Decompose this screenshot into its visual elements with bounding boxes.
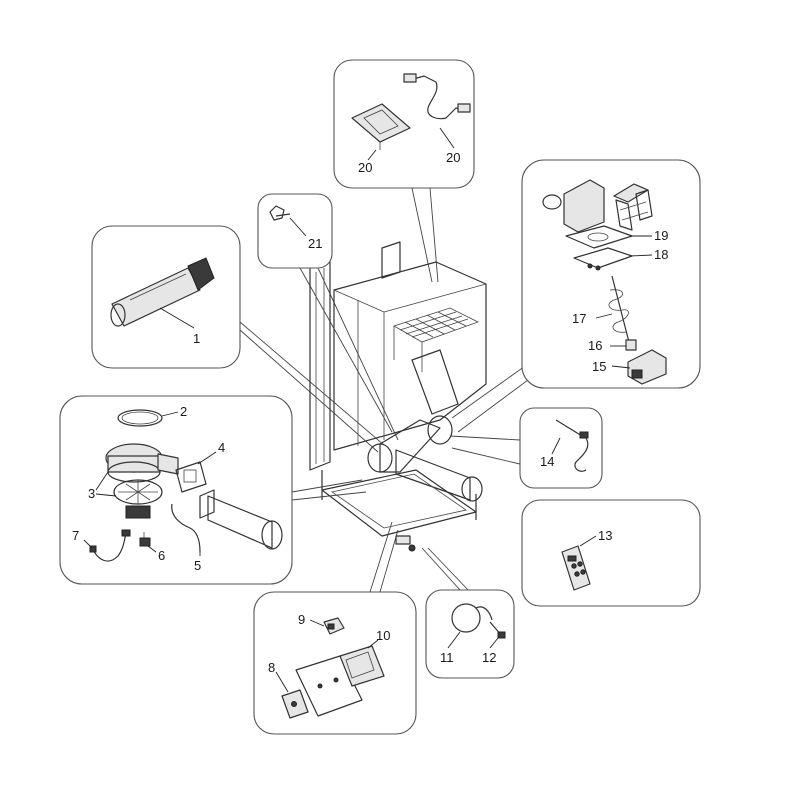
bracket-8-illustration: [281, 689, 309, 719]
bearing-16-illustration: [625, 339, 637, 351]
callout-9: 9: [298, 612, 305, 627]
detail-box-parts-2-7: 2 3 4: [59, 395, 293, 585]
callout-5: 5: [194, 558, 201, 573]
callout-12: 12: [482, 650, 496, 665]
callout-2: 2: [180, 404, 187, 419]
thermostat-11-illustration: [451, 603, 493, 633]
connector-illustration: [139, 532, 151, 547]
remote-control-illustration: [561, 545, 591, 591]
auger-motor-15-illustration: [627, 349, 667, 385]
cable-7-illustration: [89, 529, 131, 562]
stove-unit: [309, 241, 487, 552]
detail-box-part-13: 13: [521, 499, 701, 607]
callout-8: 8: [268, 660, 275, 675]
callout-3: 3: [88, 486, 95, 501]
fan-impeller-illustration: [113, 479, 163, 519]
grate-part-illustration: [351, 103, 411, 150]
fan-gasket-illustration: [175, 461, 207, 493]
detail-box-part-21: 21: [257, 193, 333, 269]
sensor-probe-illustration: [555, 419, 589, 472]
auger-motor-bracket-illustration: [542, 179, 653, 233]
detail-box-part-14: 14: [519, 407, 603, 489]
flue-pipe-illustration: [199, 489, 283, 550]
clip-part-illustration: [269, 205, 291, 221]
auger-screw-illustration: [608, 275, 631, 347]
fan-housing-illustration: [105, 443, 179, 483]
detail-box-parts-15-19: 19 18 17 16 15: [521, 159, 701, 389]
callout-15: 15: [592, 359, 606, 374]
gasket-ring-illustration: [117, 409, 163, 427]
fan-cable-illustration: [171, 503, 201, 553]
connector-9-illustration: [323, 617, 345, 635]
display-panel-10-illustration: [339, 645, 385, 687]
callout-16: 16: [588, 338, 602, 353]
hopper-grid: [393, 307, 480, 372]
callout-20a: 20: [358, 160, 372, 175]
callout-1: 1: [193, 331, 200, 346]
control-board-illustration: [295, 655, 363, 717]
callout-18: 18: [654, 247, 668, 262]
detail-box-parts-11-12: 11 12: [425, 589, 515, 679]
cable-part-illustration: [403, 73, 471, 120]
callout-11: 11: [440, 650, 454, 665]
callout-10: 10: [376, 628, 390, 643]
igniter-part-illustration: [110, 257, 215, 327]
callout-17: 17: [572, 311, 586, 326]
connection-lines: [239, 187, 529, 593]
callout-14: 14: [540, 454, 554, 469]
detail-box-part-20: 20 20: [333, 59, 475, 189]
sensor-12-illustration: [489, 621, 506, 639]
detail-box-part-1: 1: [91, 225, 241, 369]
callout-19: 19: [654, 228, 668, 243]
callout-6: 6: [158, 548, 165, 563]
callout-21: 21: [308, 236, 322, 251]
callout-13: 13: [598, 528, 612, 543]
callout-4: 4: [218, 440, 225, 455]
detail-box-parts-8-10: 9 10 8: [253, 591, 417, 735]
callout-20b: 20: [446, 150, 460, 165]
callout-7: 7: [72, 528, 79, 543]
